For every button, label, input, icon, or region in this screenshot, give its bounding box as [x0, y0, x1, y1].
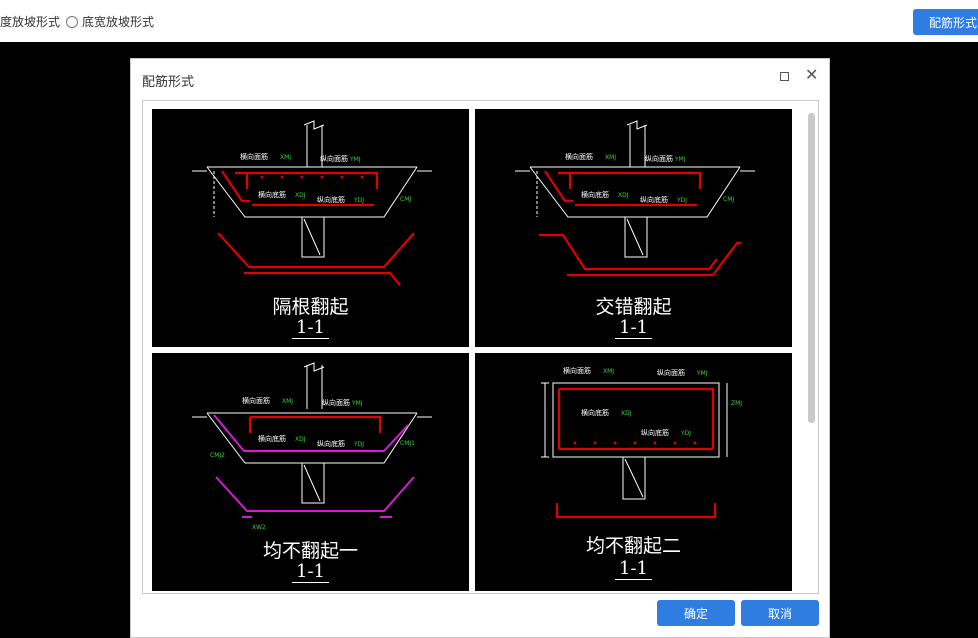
label-ymj: YMJ — [696, 370, 708, 377]
label-zmj: ZMJ — [731, 400, 742, 407]
cap-section-drawing: 横向面筋 纵向面筋 横向底筋 纵向底筋 XMJ YMJ XDJ YDJ CMJ1… — [192, 362, 432, 531]
label-bottom-longitudinal: 纵向底筋 — [317, 439, 345, 448]
cap-section-drawing: 横向面筋 纵向面筋 横向底筋 纵向底筋 XMJ YMJ XDJ YDJ CMJ — [192, 120, 432, 286]
label-xdj: XDJ — [295, 436, 306, 443]
option-title: 均不翻起一 — [262, 540, 358, 562]
option-title: 交错翻起 — [595, 296, 672, 318]
label-bottom-transverse: 横向底筋 — [581, 190, 609, 199]
maximize-icon[interactable] — [780, 72, 789, 81]
close-icon[interactable]: ✕ — [805, 67, 819, 84]
vertical-scrollbar[interactable] — [808, 113, 815, 423]
label-bottom-transverse: 横向底筋 — [581, 408, 609, 417]
radio-label-bottom-width-slope[interactable]: 底宽放坡形式 — [82, 15, 155, 29]
options-container: 横向面筋 纵向面筋 横向底筋 纵向底筋 XMJ YMJ XDJ YDJ CMJ … — [142, 100, 819, 594]
label-top-longitudinal: 纵向面筋 — [322, 398, 350, 407]
option-title: 隔根翻起 — [272, 296, 349, 318]
label-xmj: XMJ — [603, 368, 614, 375]
label-bottom-longitudinal: 纵向底筋 — [640, 195, 668, 204]
label-ydj: YDJ — [676, 197, 687, 204]
label-top-longitudinal: 纵向面筋 — [320, 154, 348, 163]
option-section: 1-1 — [152, 561, 469, 583]
label-xmj: XMJ — [282, 398, 293, 405]
top-toolbar: 角度放坡形式 底宽放坡形式 配筋形式 — [0, 0, 978, 42]
rebar-form-button[interactable]: 配筋形式 — [913, 9, 978, 35]
label-bottom-longitudinal: 纵向底筋 — [317, 195, 345, 204]
label-ydj: YDJ — [353, 441, 364, 448]
rebar-form-dialog: 配筋形式 ✕ — [130, 58, 830, 638]
cap-section-drawing: 横向面筋 纵向面筋 横向底筋 纵向底筋 XMJ YMJ XDJ YDJ CMJ — [515, 120, 755, 277]
option-title: 均不翻起二 — [585, 535, 681, 557]
label-xmj: XMJ — [280, 154, 291, 161]
label-bottom-longitudinal: 纵向底筋 — [641, 428, 669, 437]
label-bottom-transverse: 横向底筋 — [258, 434, 286, 443]
label-top-longitudinal: 纵向面筋 — [645, 154, 673, 163]
label-ymj: YMJ — [351, 400, 363, 407]
label-bottom-transverse: 横向底筋 — [258, 190, 286, 199]
option-card-no-bend-one[interactable]: 横向面筋 纵向面筋 横向底筋 纵向底筋 XMJ YMJ XDJ YDJ CMJ1… — [152, 353, 469, 591]
label-xmj: XMJ — [605, 154, 616, 161]
label-xdj: XDJ — [295, 192, 306, 199]
option-section: 1-1 — [475, 558, 792, 580]
cancel-button[interactable]: 取消 — [741, 600, 819, 626]
label-cmj: CMJ — [723, 196, 734, 203]
label-ymj: YMJ — [349, 156, 361, 163]
confirm-button[interactable]: 确定 — [657, 600, 735, 626]
option-card-staggered-bend[interactable]: 横向面筋 纵向面筋 横向底筋 纵向底筋 XMJ YMJ XDJ YDJ CMJ … — [475, 109, 792, 347]
radio-bottom-width-slope[interactable] — [66, 15, 79, 28]
label-xw2: XW2 — [252, 524, 266, 531]
label-cmj1: CMJ1 — [400, 440, 415, 447]
radio-label-angle-slope[interactable]: 角度放坡形式 — [0, 15, 61, 29]
label-top-transverse: 横向面筋 — [242, 396, 270, 405]
label-ymj: YMJ — [674, 156, 686, 163]
option-section: 1-1 — [152, 317, 469, 339]
label-top-transverse: 横向面筋 — [240, 152, 268, 161]
label-ydj: YDJ — [680, 430, 691, 437]
cap-section-drawing: 横向面筋 纵向面筋 横向底筋 纵向底筋 XMJ YMJ XDJ YDJ ZMJ — [541, 366, 742, 519]
option-section: 1-1 — [475, 317, 792, 339]
label-cmj: CMJ — [400, 196, 411, 203]
label-cmj2: CMJ2 — [210, 452, 225, 459]
option-card-no-bend-two[interactable]: 横向面筋 纵向面筋 横向底筋 纵向底筋 XMJ YMJ XDJ YDJ ZMJ … — [475, 353, 792, 591]
label-top-longitudinal: 纵向面筋 — [657, 368, 685, 377]
label-top-transverse: 横向面筋 — [565, 152, 593, 161]
label-xdj: XDJ — [621, 410, 632, 417]
label-ydj: YDJ — [353, 197, 364, 204]
label-xdj: XDJ — [618, 192, 629, 199]
label-top-transverse: 横向面筋 — [563, 366, 591, 375]
option-card-alternate-bend[interactable]: 横向面筋 纵向面筋 横向底筋 纵向底筋 XMJ YMJ XDJ YDJ CMJ … — [152, 109, 469, 347]
dialog-title: 配筋形式 — [142, 74, 195, 89]
slope-type-radio-group: 角度放坡形式 底宽放坡形式 — [0, 13, 154, 30]
